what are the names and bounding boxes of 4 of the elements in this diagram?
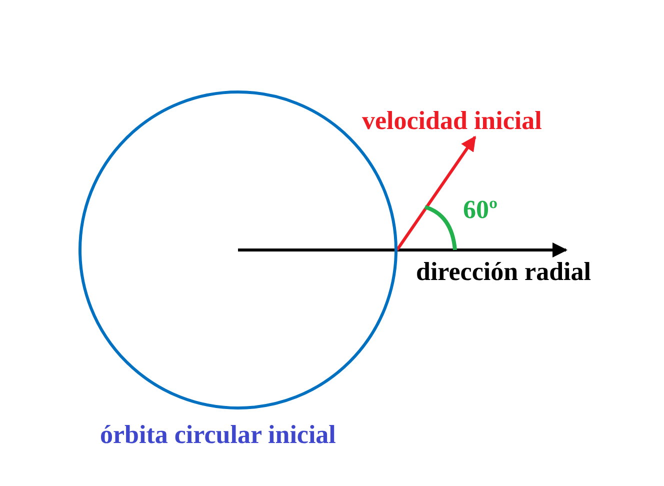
angle-label: 60º: [463, 195, 498, 225]
radial-direction-label: dirección radial: [416, 257, 592, 287]
velocity-label: velocidad inicial: [362, 106, 542, 136]
orbit-label: órbita circular inicial: [100, 420, 336, 450]
